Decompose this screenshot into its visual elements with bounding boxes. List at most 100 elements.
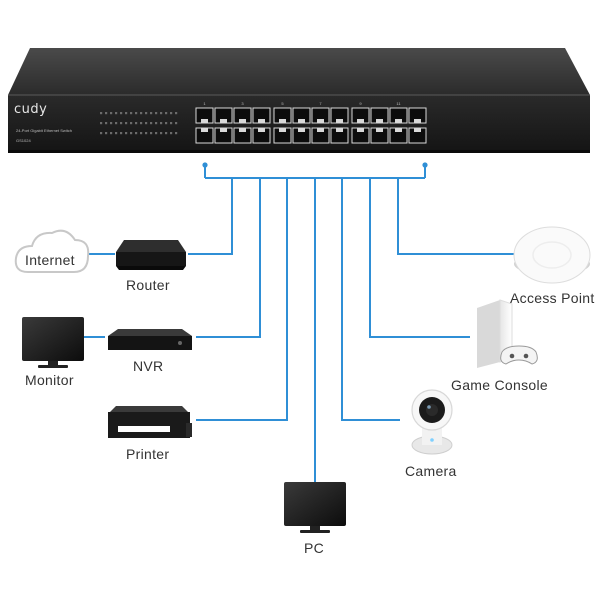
- port-latch: [239, 128, 246, 132]
- status-led: [130, 132, 133, 135]
- status-led: [145, 122, 148, 125]
- status-led: [120, 112, 123, 115]
- port-latch: [414, 128, 421, 132]
- cable-nvr: [196, 178, 261, 338]
- status-led: [165, 122, 168, 125]
- status-led: [170, 112, 173, 115]
- status-led: [150, 132, 153, 135]
- port-latch: [279, 119, 286, 123]
- status-led: [120, 132, 123, 135]
- status-led: [160, 122, 163, 125]
- port-latch: [258, 128, 265, 132]
- status-led: [100, 132, 103, 135]
- status-led: [150, 112, 153, 115]
- status-led: [175, 122, 178, 125]
- port-number-label: 7: [319, 101, 322, 106]
- status-led: [100, 112, 103, 115]
- port-latch: [376, 119, 383, 123]
- cable-access-point: [397, 178, 520, 255]
- port-latch: [317, 128, 324, 132]
- ethernet-switch: 1 3 5 7 9 11: [8, 48, 590, 153]
- printer-label: Printer: [126, 446, 170, 462]
- port-latch: [239, 119, 246, 123]
- status-led: [165, 132, 168, 135]
- status-led-grid: [100, 112, 178, 135]
- port-latch: [298, 119, 305, 123]
- status-led: [155, 122, 158, 125]
- camera-icon: [411, 389, 453, 455]
- switch-model-code: GS1024: [16, 138, 31, 143]
- status-led: [115, 112, 118, 115]
- camera-label: Camera: [405, 463, 457, 479]
- internet-label: Internet: [25, 252, 75, 268]
- game-console-label: Game Console: [451, 377, 548, 393]
- switch-model-line: 24-Port Gigabit Ethernet Switch: [16, 128, 73, 133]
- port-number-label: 9: [359, 101, 362, 106]
- switch-top-panel: [8, 48, 590, 95]
- status-led: [170, 122, 173, 125]
- port-latch: [298, 128, 305, 132]
- port-number-label: 11: [396, 101, 401, 106]
- printer-icon: [108, 406, 192, 438]
- status-led: [120, 122, 123, 125]
- port-latch: [395, 119, 402, 123]
- status-led: [175, 132, 178, 135]
- status-led: [105, 132, 108, 135]
- cable-printer: [196, 178, 288, 421]
- port-latch: [279, 128, 286, 132]
- port-latch: [376, 128, 383, 132]
- status-led: [175, 112, 178, 115]
- nvr-label: NVR: [133, 358, 164, 374]
- port-latch: [317, 119, 324, 123]
- status-led: [140, 132, 143, 135]
- port-number-label: 1: [203, 101, 206, 106]
- port-latch: [336, 128, 343, 132]
- status-led: [170, 132, 173, 135]
- status-led: [110, 122, 113, 125]
- status-led: [145, 132, 148, 135]
- port-latch: [357, 119, 364, 123]
- status-led: [110, 132, 113, 135]
- access-point-label: Access Point: [510, 290, 595, 306]
- port-latch: [357, 128, 364, 132]
- port-number-row: 1 3 5 7 9 11: [203, 101, 401, 106]
- status-led: [115, 122, 118, 125]
- status-led: [140, 122, 143, 125]
- monitor-icon: [22, 317, 84, 368]
- status-led: [105, 112, 108, 115]
- status-led: [130, 122, 133, 125]
- port-latch: [201, 119, 208, 123]
- status-led: [105, 122, 108, 125]
- status-led: [100, 122, 103, 125]
- port-number-label: 3: [241, 101, 244, 106]
- status-led: [135, 122, 138, 125]
- pc-icon: [284, 482, 346, 533]
- connector-dot-right: [422, 162, 428, 168]
- status-led: [125, 122, 128, 125]
- cable-camera: [341, 178, 400, 421]
- port-latch: [336, 119, 343, 123]
- port-latch: [395, 128, 402, 132]
- status-led: [160, 132, 163, 135]
- status-led: [130, 112, 133, 115]
- access-point-icon: [513, 226, 591, 284]
- status-led: [135, 112, 138, 115]
- router-icon: [116, 240, 186, 270]
- port-number-label: 5: [281, 101, 284, 106]
- status-led: [160, 112, 163, 115]
- port-array: [195, 107, 427, 144]
- port-latch: [258, 119, 265, 123]
- switch-front-panel: [8, 95, 590, 153]
- status-led: [145, 112, 148, 115]
- status-led: [140, 112, 143, 115]
- port-latch: [414, 119, 421, 123]
- switch-brand-logo: cudy: [14, 102, 48, 117]
- status-led: [155, 112, 158, 115]
- cable-router: [188, 178, 233, 255]
- connector-dot-left: [202, 162, 208, 168]
- status-led: [155, 132, 158, 135]
- status-led: [165, 112, 168, 115]
- cable-lines: [83, 165, 520, 482]
